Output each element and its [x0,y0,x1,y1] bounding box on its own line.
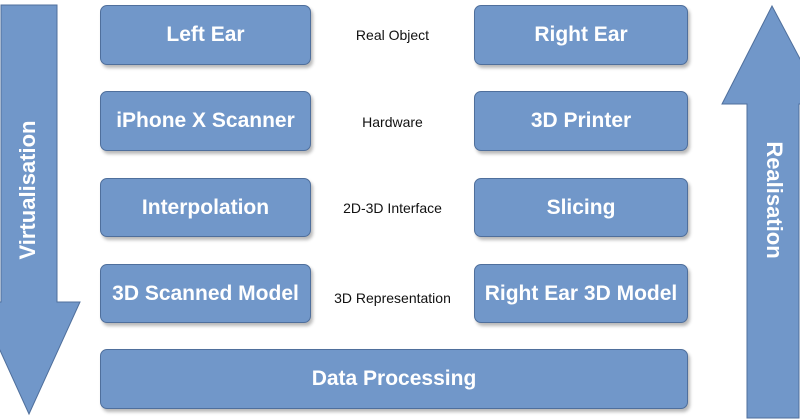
interpolation-box: Interpolation [100,178,311,237]
interpolation-label: Interpolation [141,195,270,219]
right-ear-model-box: Right Ear 3D Model [474,264,688,323]
right-ear-model-label: Right Ear 3D Model [484,281,678,305]
data-processing-box: Data Processing [100,349,688,409]
data-processing-label: Data Processing [311,367,477,390]
level-hardware: Hardware [362,114,423,130]
right-ear-label: Right Ear [534,23,628,46]
level-interface: 2D-3D Interface [343,200,442,216]
iphone-scanner-label: iPhone X Scanner [116,109,295,132]
level-real-object: Real Object [355,27,430,43]
3d-printer-box: 3D Printer [474,91,688,151]
right-ear-box: Right Ear [474,5,688,65]
slicing-box: Slicing [474,178,688,237]
realisation-label: Realisation [762,141,787,258]
scanned-model-label: 3D Scanned Model [112,281,299,305]
iphone-scanner-box: iPhone X Scanner [100,91,311,151]
scanned-model-box: 3D Scanned Model [100,264,311,323]
left-ear-label: Left Ear [166,23,245,46]
slicing-label: Slicing [546,195,616,219]
virtualisation-label: Virtualisation [15,121,40,260]
level-representation: 3D Representation [334,290,451,306]
left-ear-box: Left Ear [100,5,311,65]
3d-printer-label: 3D Printer [530,109,632,132]
